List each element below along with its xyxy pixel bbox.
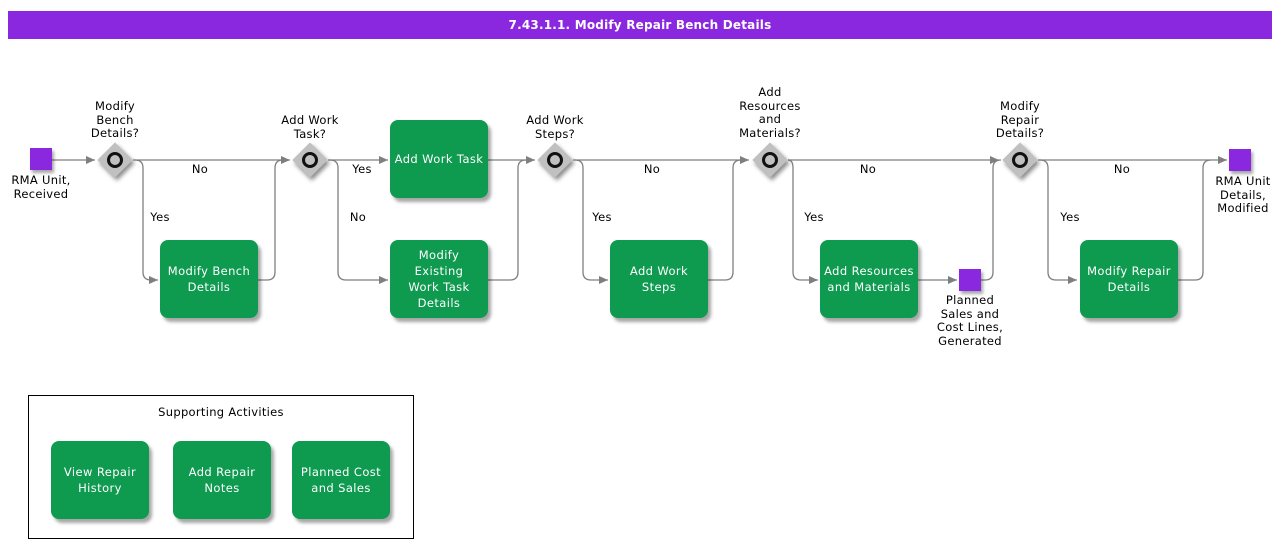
diagram-title: 7.43.1.1. Modify Repair Bench Details — [508, 18, 772, 32]
start-event-square — [30, 148, 52, 170]
branch-label-yes-1: Yes — [150, 210, 170, 224]
gateway-circle-icon — [547, 152, 563, 168]
supporting-task-add-repair-notes[interactable]: Add Repair Notes — [173, 441, 271, 519]
end-event-label: RMA Unit Details, Modified — [1215, 174, 1271, 215]
supporting-task-planned-cost-and-sales[interactable]: Planned Cost and Sales — [292, 441, 390, 519]
planned-sales-event-label: Planned Sales and Cost Lines, Generated — [936, 293, 1004, 348]
task-add-work-task[interactable]: Add Work Task — [390, 120, 488, 198]
task-label: View Repair History — [63, 465, 137, 495]
branch-label-no-4: No — [859, 162, 877, 176]
branch-label-no-1: No — [191, 162, 209, 176]
gateway-add-work-steps — [537, 142, 573, 178]
task-label: Add Work Steps — [629, 264, 689, 294]
gateway-circle-icon — [762, 152, 778, 168]
supporting-task-view-repair-history[interactable]: View Repair History — [51, 441, 149, 519]
gateway-modify-bench-details — [97, 142, 133, 178]
branch-label-no-3: No — [643, 162, 661, 176]
gateway-question-add-resources: Add Resources and Materials? — [739, 85, 801, 140]
task-label: Add Repair Notes — [188, 465, 256, 495]
gateway-question-add-work-task: Add Work Task? — [281, 113, 339, 141]
start-event-label: RMA Unit, Received — [11, 173, 71, 201]
task-label: Modify Bench Details — [167, 264, 251, 294]
gateway-question-add-work-steps: Add Work Steps? — [526, 113, 584, 141]
task-label: Add Work Task — [394, 152, 484, 166]
branch-label-yes-5: Yes — [1060, 210, 1080, 224]
task-add-resources-and-materials[interactable]: Add Resources and Materials — [820, 240, 918, 318]
gateway-circle-icon — [302, 152, 318, 168]
gateway-question-modify-repair: Modify Repair Details? — [995, 99, 1045, 140]
task-label: Planned Cost and Sales — [300, 465, 382, 495]
branch-label-no-2: No — [349, 210, 367, 224]
gateway-add-work-task — [292, 142, 328, 178]
task-modify-bench-details[interactable]: Modify Bench Details — [160, 240, 258, 318]
task-modify-existing-work-task-details[interactable]: Modify Existing Work Task Details — [390, 240, 488, 318]
branch-label-no-5: No — [1113, 162, 1131, 176]
planned-sales-event-square — [959, 269, 981, 291]
supporting-activities-title: Supporting Activities — [158, 405, 284, 419]
branch-label-yes-4: Yes — [804, 210, 824, 224]
task-add-work-steps[interactable]: Add Work Steps — [610, 240, 708, 318]
gateway-question-modify-bench: Modify Bench Details? — [90, 99, 140, 140]
branch-label-yes-2: Yes — [352, 162, 372, 176]
task-modify-repair-details[interactable]: Modify Repair Details — [1080, 240, 1178, 318]
task-label: Modify Existing Work Task Details — [408, 248, 470, 310]
task-label: Add Resources and Materials — [824, 264, 914, 294]
diagram-title-bar: 7.43.1.1. Modify Repair Bench Details — [8, 11, 1272, 39]
gateway-add-resources-materials — [752, 142, 788, 178]
gateway-modify-repair-details — [1002, 142, 1038, 178]
supporting-activities-panel: Supporting Activities View Repair Histor… — [28, 395, 414, 539]
branch-label-yes-3: Yes — [592, 210, 612, 224]
gateway-circle-icon — [1012, 152, 1028, 168]
task-label: Modify Repair Details — [1087, 264, 1171, 294]
end-event-square — [1229, 149, 1251, 171]
gateway-circle-icon — [107, 152, 123, 168]
